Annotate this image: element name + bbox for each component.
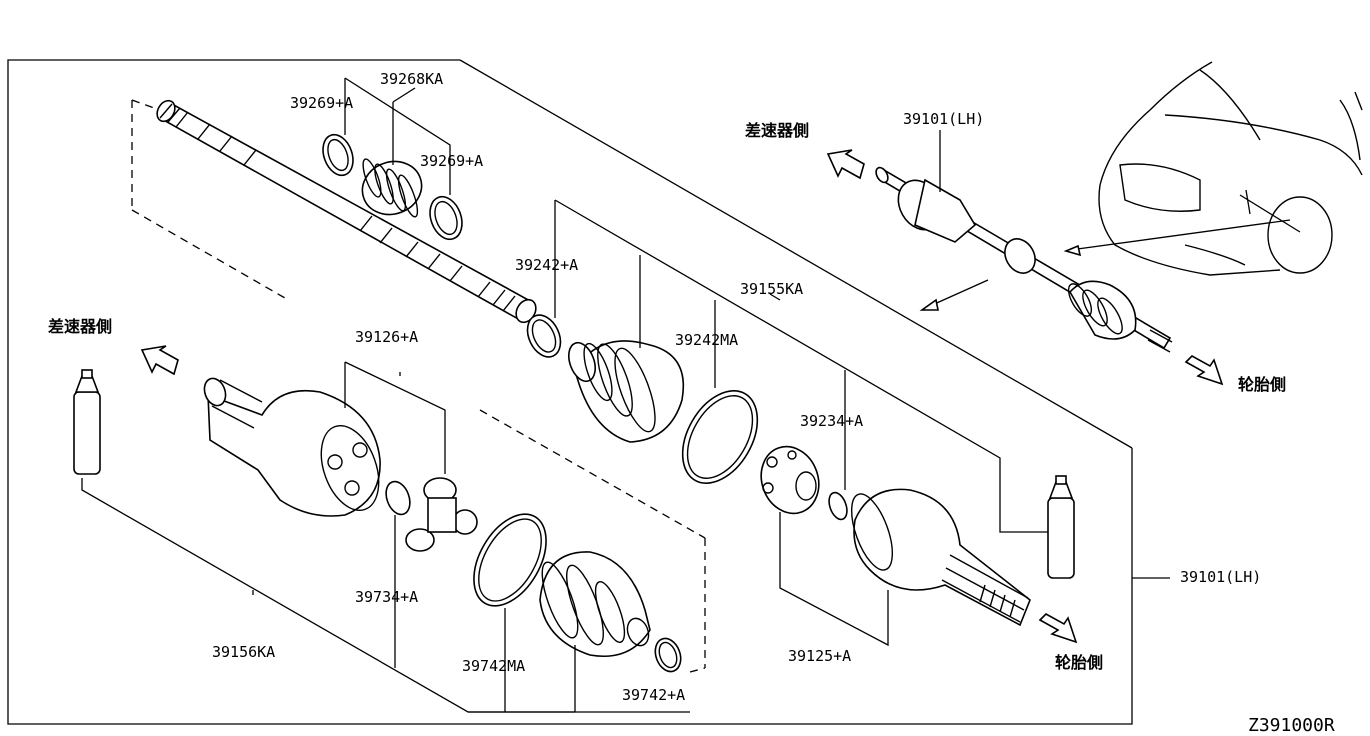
label-diff-side-inset: 差速器側	[745, 121, 809, 140]
boot-band-39742ma	[473, 513, 547, 607]
label-39234-a: 39234+A	[800, 412, 863, 430]
frame-diagonal	[459, 59, 1133, 449]
leader-lines	[81, 77, 1170, 713]
label-39155ka: 39155KA	[740, 280, 803, 298]
arrow-diff-side-left	[140, 345, 179, 376]
label-39269-a-2: 39269+A	[420, 152, 483, 170]
snap-ring-39734-a	[385, 480, 411, 516]
frame-outline	[7, 59, 1133, 725]
boot-kit-group-box	[479, 409, 706, 673]
inner-joint-housing	[203, 377, 381, 517]
diagram-id: Z391000R	[1248, 715, 1335, 736]
label-39734-a: 39734+A	[355, 588, 418, 606]
label-39101-lh-main: 39101(LH)	[1180, 568, 1261, 586]
arrow-wheel-side-inset	[1184, 355, 1224, 386]
inset-leaders	[919, 130, 989, 311]
label-39126-a: 39126+A	[355, 328, 418, 346]
label-39268ka: 39268KA	[380, 70, 443, 88]
boot-39268ka	[361, 158, 423, 218]
outer-cv-joint	[760, 445, 820, 515]
label-wheel-side-inset: 轮胎側	[1238, 375, 1286, 394]
arrow-wheel-side-main	[1038, 613, 1078, 644]
label-39242ma: 39242MA	[675, 331, 738, 349]
spider-assembly	[405, 477, 478, 552]
inner-boot	[539, 551, 651, 657]
label-39101-lh-inset: 39101(LH)	[903, 110, 984, 128]
boot-band-39269-a	[322, 133, 354, 177]
grease-tube-right	[1047, 475, 1075, 579]
inset-shaft	[875, 166, 1173, 353]
label-39156ka: 39156KA	[212, 643, 275, 661]
grease-tube-left	[73, 369, 101, 475]
outer-boot	[568, 340, 684, 443]
circlip-39234-a	[828, 491, 848, 521]
arrow-diff-side-inset	[826, 149, 865, 180]
outer-joint-housing	[850, 488, 1031, 627]
label-39242-a: 39242+A	[515, 256, 578, 274]
boot-band-39742-a	[654, 637, 682, 673]
label-diff-side-left: 差速器側	[48, 317, 112, 336]
label-39742ma: 39742MA	[462, 657, 525, 675]
label-39269-a-1: 39269+A	[290, 94, 353, 112]
boot-band-39269-a-2	[429, 195, 463, 241]
boot-band-39242-a	[526, 314, 562, 358]
long-shaft	[156, 99, 537, 324]
boot-band-39242ma	[681, 390, 759, 484]
label-wheel-side-main: 轮胎側	[1055, 653, 1103, 672]
label-39125-a: 39125+A	[788, 647, 851, 665]
label-39742-a: 39742+A	[622, 686, 685, 704]
inset-vehicle-outline	[1063, 61, 1363, 276]
